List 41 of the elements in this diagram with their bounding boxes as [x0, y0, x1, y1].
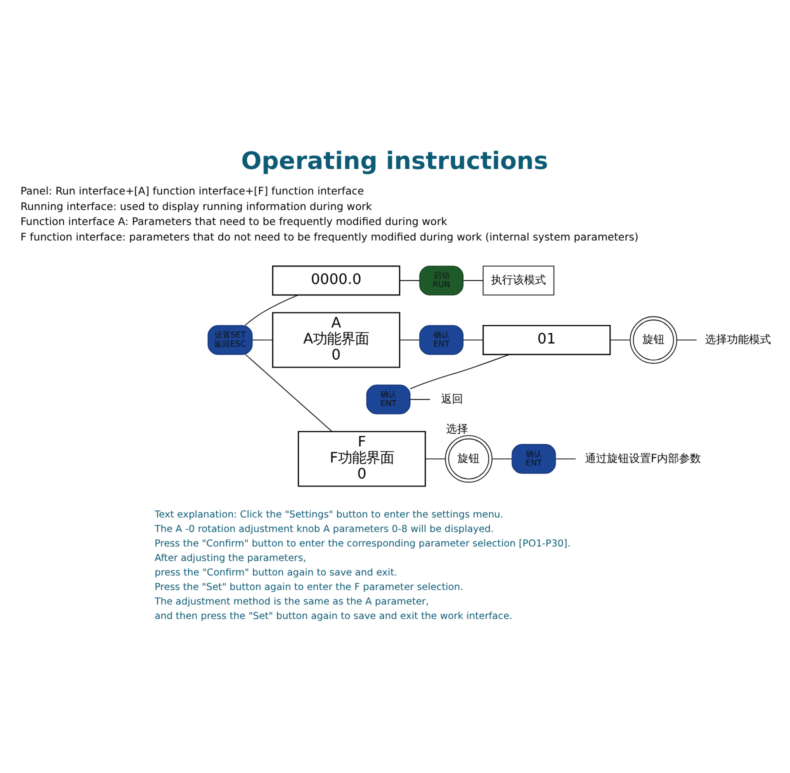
connector — [555, 458, 576, 459]
node-circle: 旋钮 — [445, 434, 492, 482]
node-box: A A功能界面 0 — [272, 312, 400, 368]
label: The adjustment method is the same as the A parameter, — [154, 596, 429, 607]
connector — [245, 354, 332, 432]
label: After adjusting the parameters, — [154, 552, 306, 564]
node-box: 设置SET 返回ESC — [208, 324, 253, 354]
connector — [462, 339, 484, 340]
node-box: 执行该模式 — [482, 265, 554, 295]
connector — [610, 339, 630, 340]
label: Panel: Run interface+[A] function interface+[F] function interface — [20, 185, 364, 198]
connector — [252, 339, 273, 340]
connector — [410, 354, 510, 389]
connector — [410, 398, 430, 400]
node-box: 01 — [482, 324, 611, 355]
diagram-title: Operating instructions — [241, 146, 548, 174]
label: press the "Confirm" button again to save and exit. — [154, 566, 398, 578]
label: Text explanation: Click the "Settings" button to enter the settings menu. — [154, 509, 504, 520]
node-box: 确认 ENT — [366, 384, 410, 414]
node-box: 确认 ENT — [419, 324, 464, 354]
connector — [425, 458, 446, 459]
node-box: 0000.0 — [272, 265, 400, 296]
node-text: 选择功能模式 — [704, 332, 771, 346]
label: F function interface: parameters that do not need to be frequently modified during work (internal system parameters) — [20, 230, 638, 243]
label: Press the "Set" button again to enter the F parameter selection. — [154, 581, 464, 592]
label: Function interface A: Parameters that need to be frequently modified during work — [20, 216, 448, 228]
node-label: 选择 — [446, 422, 468, 436]
node-circle: 旋钮 — [630, 316, 678, 364]
connector — [399, 339, 420, 340]
connector — [676, 339, 698, 340]
connector — [244, 294, 298, 326]
node-box: F F功能界面 0 — [298, 430, 426, 486]
connector — [492, 458, 512, 459]
label: and then press the "Set" button again to save and exit the work interface. — [154, 610, 512, 622]
node-text: 返回 — [440, 392, 463, 405]
node-box: 确认 ENT — [512, 444, 556, 474]
label: The A -0 rotation adjustment knob A parameters 0-8 will be displayed. — [154, 524, 494, 535]
label: Running interface: used to display running information during work — [20, 200, 372, 212]
label: Press the "Confirm" button to enter the corresponding parameter selection [PO1-P30]. — [154, 538, 570, 550]
node-text: 通过旋钮设置F内部参数 — [584, 451, 702, 464]
node-box: 启动 RUN — [419, 265, 464, 295]
